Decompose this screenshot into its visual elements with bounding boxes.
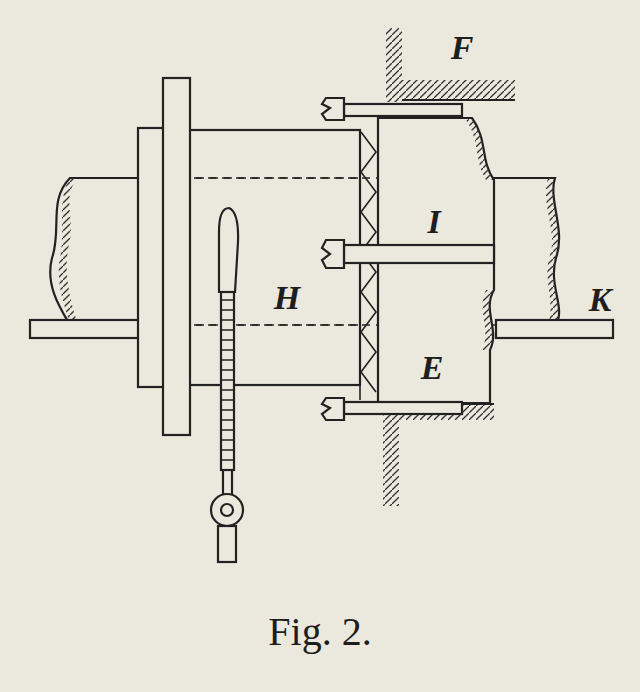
part-letter: K	[587, 283, 614, 317]
part-letter: E	[419, 351, 446, 385]
lever	[211, 208, 243, 562]
hub	[138, 78, 360, 435]
rod	[30, 320, 613, 338]
part-letter: H	[272, 281, 302, 315]
figure-caption: Fig. 2.	[268, 612, 371, 652]
bolts	[322, 98, 494, 420]
part-letter: I	[425, 205, 442, 239]
part-letter: F	[449, 31, 476, 65]
